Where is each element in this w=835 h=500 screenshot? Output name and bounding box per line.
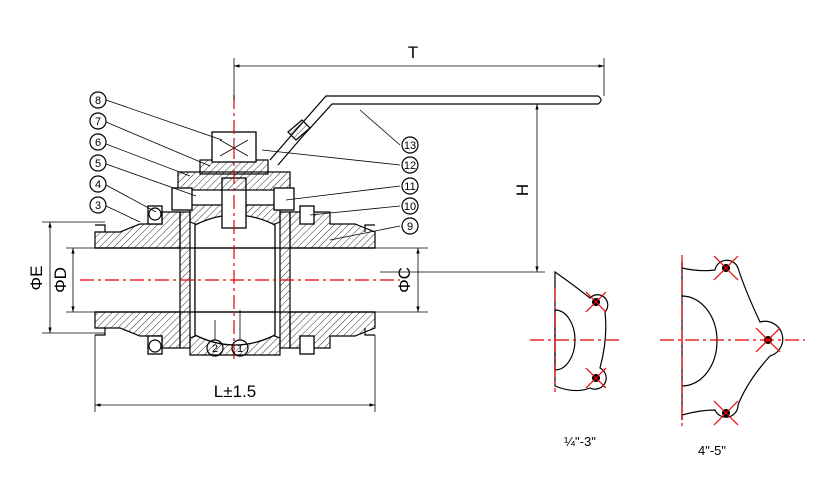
svg-text:4: 4	[95, 179, 101, 191]
callout-12: 12	[401, 156, 419, 174]
callout-4: 4	[89, 175, 107, 193]
svg-text:5: 5	[95, 158, 101, 170]
dim-l-label: L±1.5	[214, 382, 256, 401]
clamp-view-large	[660, 255, 805, 430]
dim-d-label: ΦD	[51, 267, 70, 293]
dim-e-label: ΦE	[27, 266, 46, 291]
caption-large: 4"-5"	[698, 443, 726, 458]
valve-section	[80, 95, 602, 360]
dim-t-label: T	[408, 43, 418, 62]
svg-text:8: 8	[95, 95, 101, 107]
svg-text:9: 9	[407, 221, 413, 233]
svg-text:13: 13	[404, 140, 416, 152]
callout-6: 6	[89, 133, 107, 151]
callout-2: 2	[206, 339, 224, 357]
callout-leaders	[105, 99, 401, 340]
dim-c-label: ΦC	[395, 267, 414, 293]
callout-5: 5	[89, 154, 107, 172]
clamp-view-small	[530, 270, 620, 392]
dim-h-label: H	[513, 184, 532, 196]
svg-text:7: 7	[95, 116, 101, 128]
svg-text:2: 2	[212, 343, 218, 355]
svg-text:11: 11	[404, 181, 415, 193]
callout-13: 13	[401, 136, 419, 154]
callout-11: 11	[401, 177, 419, 195]
svg-text:1: 1	[237, 343, 243, 355]
svg-text:10: 10	[404, 201, 416, 213]
callout-8: 8	[89, 91, 107, 109]
callout-10: 10	[401, 197, 419, 215]
callout-1: 1	[231, 339, 249, 357]
svg-text:12: 12	[404, 160, 416, 172]
callout-3: 3	[89, 196, 107, 214]
callout-9: 9	[401, 217, 419, 235]
svg-text:6: 6	[95, 137, 101, 149]
dimension-lines	[42, 58, 605, 412]
svg-text:3: 3	[95, 200, 101, 212]
callout-7: 7	[89, 112, 107, 130]
caption-small: ¼"-3"	[564, 434, 596, 449]
